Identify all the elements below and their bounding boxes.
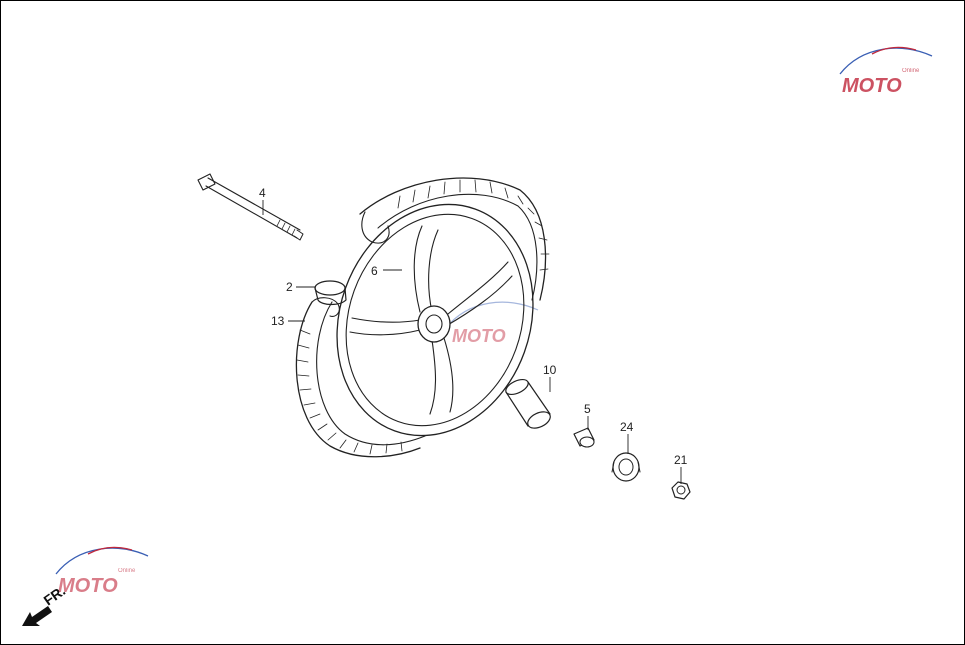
watermark-text: MOTO	[452, 326, 506, 346]
callout-24: 24	[620, 420, 634, 434]
callout-4: 4	[259, 186, 266, 200]
distance-collar	[573, 427, 595, 448]
watermark-text: MOTO	[58, 575, 118, 597]
callout-2: 2	[286, 280, 293, 294]
axle-collar	[505, 378, 551, 429]
leader-lines	[262, 200, 682, 484]
watermark-text: MOTO	[842, 75, 902, 97]
callout-10: 10	[543, 363, 557, 377]
axle-nut	[671, 481, 691, 500]
tube-valve	[314, 280, 347, 306]
front-arrow-icon	[22, 606, 52, 626]
watermark-logo-bottom: MOTO Online	[55, 546, 149, 597]
callout-5: 5	[584, 402, 591, 416]
watermark-logo-center: MOTO	[445, 301, 539, 346]
tire-upper-segment	[359, 177, 550, 301]
watermark-logo-top: MOTO Online	[839, 46, 933, 97]
callout-21: 21	[674, 453, 688, 467]
axle-bolt	[197, 173, 304, 241]
callout-13: 13	[271, 314, 285, 328]
wheel-rim	[336, 203, 534, 437]
callout-6: 6	[371, 264, 378, 278]
watermark-subtext: Online	[118, 568, 136, 574]
front-direction-indicator: FR.	[22, 582, 68, 626]
watermark-subtext: Online	[902, 68, 920, 74]
bearing	[611, 452, 641, 482]
